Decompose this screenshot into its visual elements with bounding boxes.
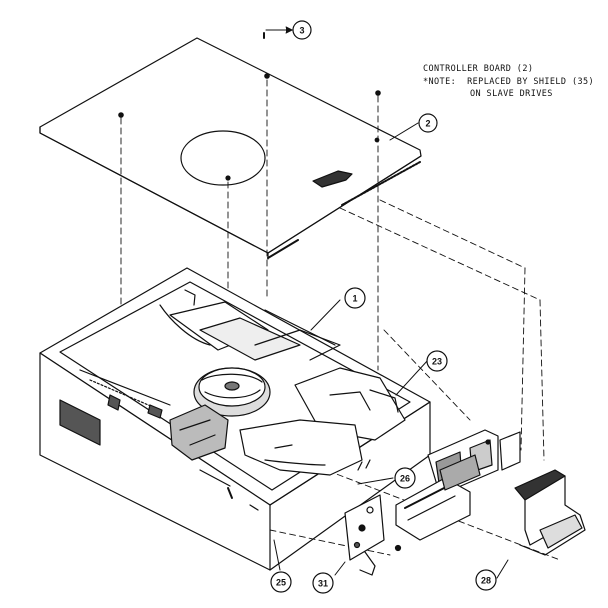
- callout-2: 2: [418, 113, 438, 133]
- callout-26: 26: [394, 467, 416, 489]
- callout-1: 1: [344, 287, 366, 309]
- assembly-dashed-lines: [120, 79, 561, 561]
- callout-25-label: 25: [276, 578, 286, 588]
- callout-3: 3: [292, 20, 312, 40]
- note-line-3: ON SLAVE DRIVES: [470, 89, 553, 99]
- callout-31-label: 31: [318, 579, 328, 589]
- internal-frame: [79, 289, 399, 419]
- callout-23-label: 23: [432, 357, 442, 367]
- callout-25: 25: [270, 571, 292, 593]
- note-line-2: *NOTE: REPLACED BY SHIELD (35): [423, 77, 595, 87]
- interface-cable: [499, 431, 586, 556]
- ribbon-connector-bracket: [395, 454, 481, 541]
- terminator-bracket: [344, 459, 402, 576]
- callout-3-label: 3: [299, 26, 304, 36]
- spindle-motor: [193, 367, 271, 417]
- callout-leaders: [265, 26, 509, 579]
- callout-26-label: 26: [400, 474, 410, 484]
- callout-28-label: 28: [481, 576, 491, 586]
- controller-board: [39, 37, 422, 260]
- stepper-motor: [169, 404, 229, 461]
- callout-1-label: 1: [352, 294, 357, 304]
- callout-23: 23: [426, 350, 448, 372]
- callout-2-label: 2: [425, 119, 430, 129]
- callout-31: 31: [312, 572, 334, 594]
- callout-28: 28: [475, 569, 497, 591]
- head-carriage: [239, 367, 406, 476]
- note-line-1: CONTROLLER BOARD (2): [423, 64, 534, 74]
